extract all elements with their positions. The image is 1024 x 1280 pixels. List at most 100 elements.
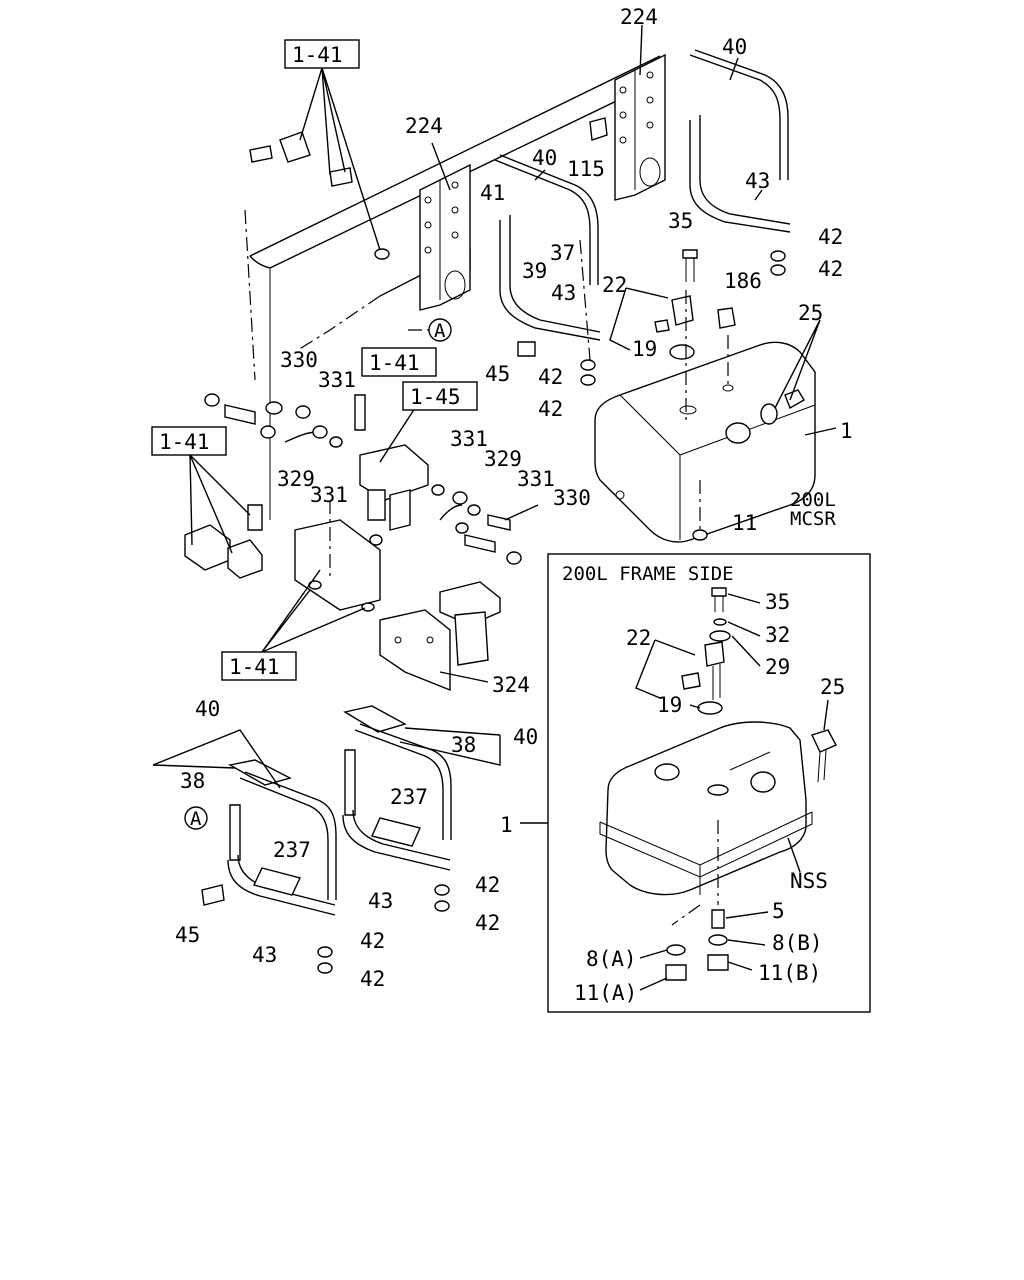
svg-text:NSS: NSS (790, 869, 828, 893)
svg-text:35: 35 (668, 209, 693, 233)
svg-text:324: 324 (492, 673, 530, 697)
ref-box-1-41-mid: 1-41 (361, 347, 437, 377)
svg-text:37: 37 (550, 241, 575, 265)
svg-text:237: 237 (390, 785, 428, 809)
svg-text:1-41: 1-41 (159, 430, 210, 454)
svg-text:43: 43 (252, 943, 277, 967)
svg-text:224: 224 (405, 114, 443, 138)
svg-text:45: 45 (175, 923, 200, 947)
svg-text:11(B): 11(B) (758, 961, 821, 985)
sensor-186 (717, 307, 736, 329)
nuts-42-upper-right (770, 250, 786, 276)
nuts-42-upper-left (580, 359, 596, 386)
strap-assembly-lower-right (342, 705, 452, 912)
svg-text:331: 331 (450, 427, 488, 451)
drain-plug-11 (692, 529, 708, 541)
svg-text:40: 40 (513, 725, 538, 749)
bolt-115 (589, 117, 608, 141)
svg-text:A: A (434, 320, 446, 342)
inset-sender-22 (681, 641, 725, 700)
svg-text:42: 42 (360, 967, 385, 991)
svg-text:38: 38 (180, 769, 205, 793)
bracket-224-right (614, 53, 666, 201)
leader-lines (152, 24, 837, 824)
bracket-324 (379, 609, 451, 692)
svg-text:330: 330 (280, 348, 318, 372)
svg-text:43: 43 (368, 889, 393, 913)
svg-text:42: 42 (818, 257, 843, 281)
svg-text:25: 25 (798, 301, 823, 325)
svg-text:186: 186 (724, 269, 762, 293)
svg-text:329: 329 (277, 467, 315, 491)
svg-text:19: 19 (657, 693, 682, 717)
svg-text:42: 42 (538, 397, 563, 421)
svg-text:29: 29 (765, 655, 790, 679)
part-labels: 224 224 40 40 115 41 39 37 43 43 35 42 4… (175, 5, 853, 991)
fuel-filter-1-45 (359, 444, 429, 531)
svg-text:38: 38 (451, 733, 476, 757)
inset-bolt-35 (711, 587, 727, 612)
svg-text:8(B): 8(B) (772, 931, 823, 955)
svg-text:330: 330 (553, 486, 591, 510)
svg-text:331: 331 (517, 467, 555, 491)
fuel-filter-lower (439, 581, 501, 666)
centerlines (244, 209, 729, 580)
inset-frame-side: 200L FRAME SIDE (547, 553, 871, 1013)
svg-text:39: 39 (522, 259, 547, 283)
svg-text:11(A): 11(A) (574, 981, 637, 1005)
bolt-35 (682, 249, 698, 282)
fuel-tank-1 (594, 341, 816, 543)
svg-text:200L FRAME SIDE: 200L FRAME SIDE (562, 563, 734, 585)
svg-text:19: 19 (632, 337, 657, 361)
pipe-fittings (204, 393, 522, 565)
mount-bracket-middle (294, 519, 381, 612)
svg-text:41: 41 (480, 181, 505, 205)
inset-tank (599, 721, 813, 896)
svg-text:42: 42 (538, 365, 563, 389)
ref-box-1-45: 1-45 (402, 381, 478, 411)
svg-text:43: 43 (745, 169, 770, 193)
marker-a-lower: A (184, 806, 208, 830)
svg-text:40: 40 (195, 697, 220, 721)
svg-text:329: 329 (484, 447, 522, 471)
inset-cap-25 (811, 729, 837, 783)
strap-assembly-lower-left (201, 759, 337, 974)
svg-text:32: 32 (765, 623, 790, 647)
svg-text:1-41: 1-41 (369, 351, 420, 375)
svg-text:25: 25 (820, 675, 845, 699)
svg-text:5: 5 (772, 899, 785, 923)
svg-text:40: 40 (532, 146, 557, 170)
bolt-45-upper (517, 341, 536, 357)
svg-text:11: 11 (732, 511, 757, 535)
clamp-left (184, 504, 263, 579)
svg-text:43: 43 (551, 281, 576, 305)
strap-40-upper-right (689, 49, 789, 180)
svg-text:237: 237 (273, 838, 311, 862)
svg-text:MCSR: MCSR (790, 508, 836, 530)
sender-22-upper (654, 295, 694, 333)
svg-text:22: 22 (626, 626, 651, 650)
gasket-19-upper (669, 344, 695, 360)
svg-text:331: 331 (318, 368, 356, 392)
svg-text:1: 1 (840, 419, 853, 443)
svg-text:115: 115 (567, 157, 605, 181)
svg-text:A: A (190, 808, 202, 830)
svg-text:42: 42 (360, 929, 385, 953)
svg-text:42: 42 (818, 225, 843, 249)
svg-text:45: 45 (485, 362, 510, 386)
svg-text:35: 35 (765, 590, 790, 614)
svg-text:1: 1 (500, 813, 513, 837)
ref-box-1-41-top: 1-41 (284, 39, 360, 69)
bracket-224-left (419, 163, 471, 311)
strap-43-upper-left (499, 215, 601, 341)
svg-text:8(A): 8(A) (586, 947, 637, 971)
svg-text:42: 42 (475, 911, 500, 935)
svg-text:42: 42 (475, 873, 500, 897)
ref-box-1-41-bottom: 1-41 (221, 651, 297, 681)
svg-text:1-45: 1-45 (410, 385, 461, 409)
clamp-top (249, 131, 390, 260)
strap-43-upper-right (689, 115, 791, 233)
svg-text:331: 331 (310, 483, 348, 507)
